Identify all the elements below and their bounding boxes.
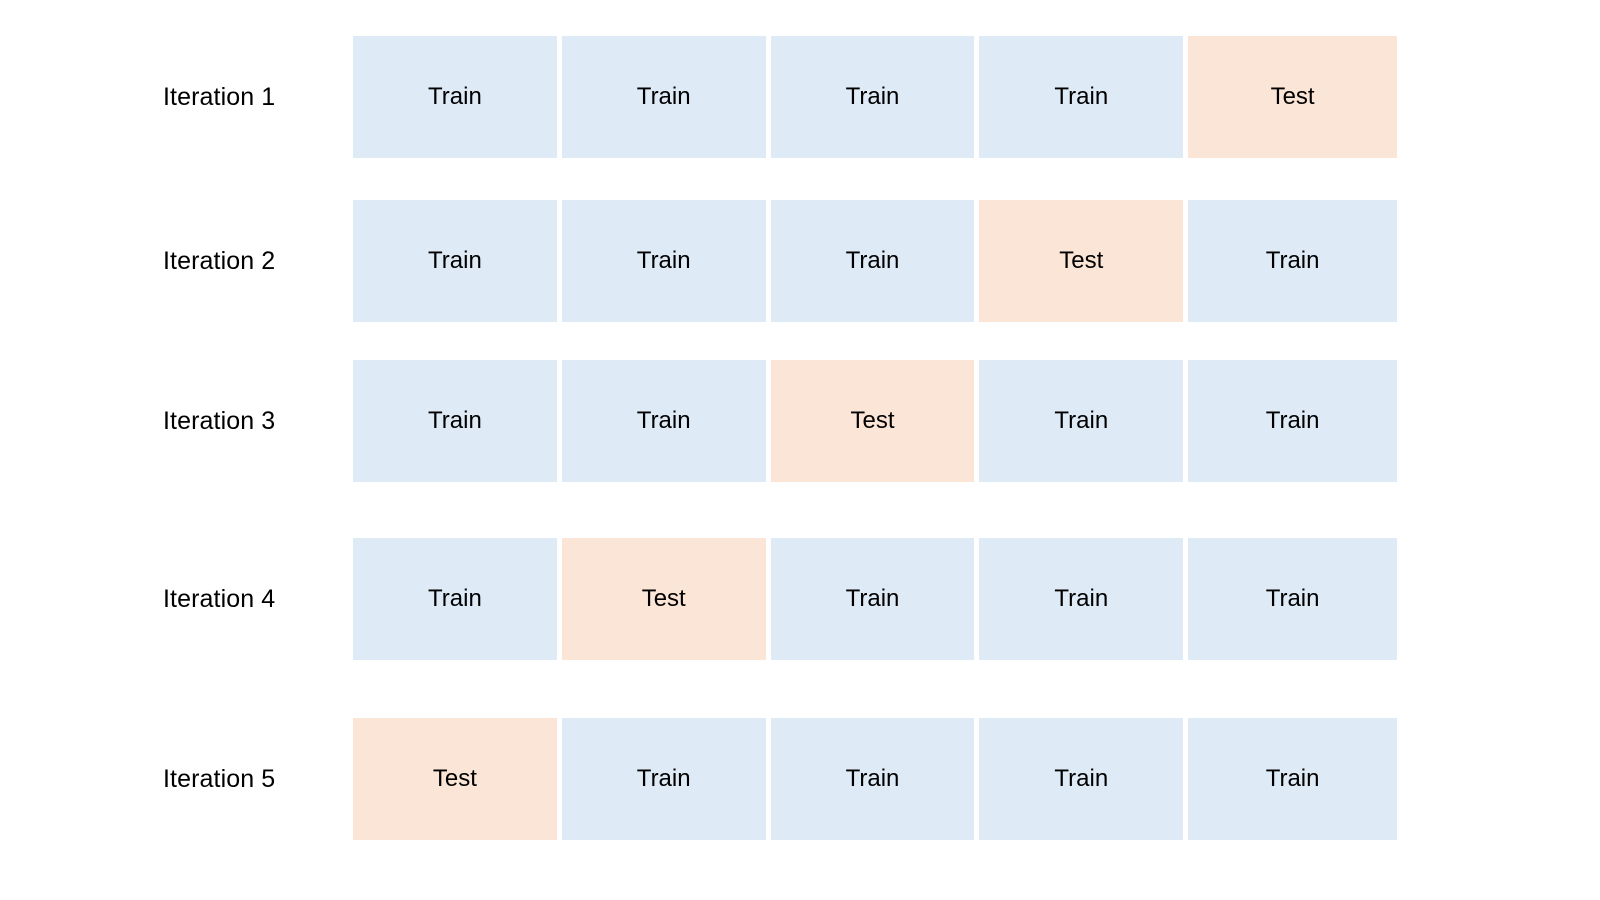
fold-cell-label: Train: [636, 83, 691, 110]
fold-cell-label: Train: [428, 83, 482, 110]
fold-cell-label: Train: [1054, 765, 1109, 792]
fold-cell-train: Train: [979, 718, 1184, 840]
fold-cell-train: Train: [561, 36, 766, 158]
fold-cell-label: Train: [428, 247, 482, 274]
fold-cell-test: Test: [353, 718, 557, 840]
fold-cell-label: Train: [1265, 765, 1320, 792]
fold-cell-label: Train: [845, 585, 900, 612]
fold-cell-train: Train: [979, 538, 1184, 660]
fold-cell-label: Test: [641, 585, 686, 612]
fold-cell-label: Train: [845, 765, 900, 792]
iteration-row: Iteration 5 Test Train Train Train Train: [0, 718, 1600, 840]
iteration-row: Iteration 1 Train Train Train Train Test: [0, 36, 1600, 158]
fold-cell-label: Train: [636, 765, 691, 792]
iteration-row: Iteration 3 Train Train Test Train Train: [0, 360, 1600, 482]
fold-cell-train: Train: [1188, 360, 1397, 482]
fold-cell-train: Train: [561, 360, 766, 482]
fold-track: Test Train Train Train Train: [353, 718, 1397, 840]
iteration-label: Iteration 1: [163, 82, 276, 111]
fold-cell-train: Train: [353, 360, 557, 482]
fold-cell-label: Train: [1054, 407, 1109, 434]
fold-cell-label: Train: [1054, 83, 1109, 110]
fold-cell-test: Test: [770, 360, 975, 482]
fold-cell-train: Train: [770, 718, 975, 840]
fold-cell-train: Train: [561, 200, 766, 322]
fold-cell-label: Train: [636, 407, 691, 434]
fold-track: Train Train Train Test Train: [353, 200, 1397, 322]
fold-cell-train: Train: [770, 36, 975, 158]
fold-cell-train: Train: [1188, 718, 1397, 840]
fold-cell-train: Train: [353, 36, 557, 158]
fold-cell-label: Train: [1265, 585, 1320, 612]
fold-track: Train Train Train Train Test: [353, 36, 1397, 158]
fold-cell-label: Train: [636, 247, 691, 274]
fold-cell-test: Test: [561, 538, 766, 660]
iteration-row: Iteration 2 Train Train Train Test Train: [0, 200, 1600, 322]
fold-cell-label: Test: [850, 407, 895, 434]
fold-cell-label: Train: [1265, 407, 1320, 434]
fold-track: Train Test Train Train Train: [353, 538, 1397, 660]
fold-cell-test: Test: [979, 200, 1184, 322]
fold-cell-train: Train: [353, 538, 557, 660]
fold-cell-label: Train: [428, 585, 482, 612]
fold-cell-train: Train: [979, 360, 1184, 482]
fold-cell-train: Train: [561, 718, 766, 840]
iteration-label: Iteration 5: [163, 764, 276, 793]
fold-track: Train Train Test Train Train: [353, 360, 1397, 482]
fold-cell-train: Train: [1188, 200, 1397, 322]
fold-cell-label: Test: [1059, 247, 1104, 274]
iteration-label: Iteration 3: [163, 406, 276, 435]
fold-cell-train: Train: [770, 200, 975, 322]
fold-cell-test: Test: [1188, 36, 1397, 158]
iteration-row: Iteration 4 Train Test Train Train Train: [0, 538, 1600, 660]
iteration-label: Iteration 2: [163, 246, 276, 275]
fold-cell-train: Train: [979, 36, 1184, 158]
fold-cell-label: Train: [1265, 247, 1320, 274]
fold-cell-label: Test: [1270, 83, 1315, 110]
iteration-label: Iteration 4: [163, 584, 276, 613]
fold-cell-train: Train: [770, 538, 975, 660]
fold-cell-label: Train: [428, 407, 482, 434]
fold-cell-label: Train: [845, 83, 900, 110]
fold-cell-label: Test: [432, 765, 477, 792]
fold-cell-train: Train: [353, 200, 557, 322]
fold-cell-label: Train: [1054, 585, 1109, 612]
fold-cell-train: Train: [1188, 538, 1397, 660]
fold-cell-label: Train: [845, 247, 900, 274]
